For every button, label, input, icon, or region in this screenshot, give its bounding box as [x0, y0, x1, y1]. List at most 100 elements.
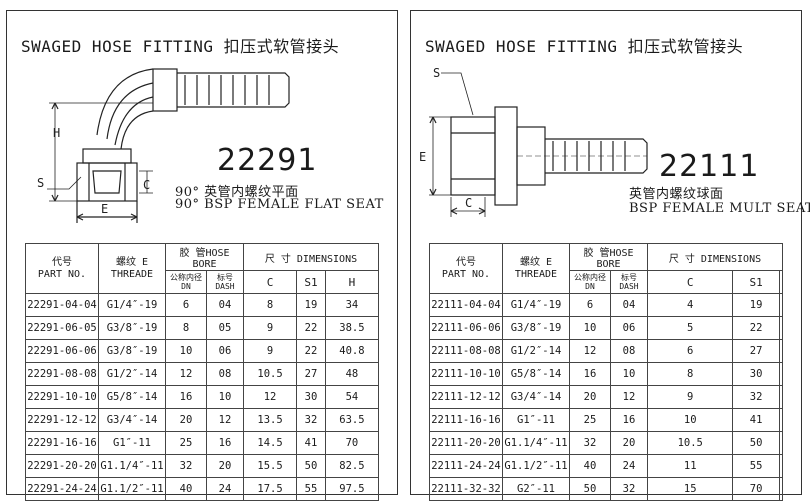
table-cell: G5/8″-14	[502, 362, 570, 386]
table-cell: G1.1/2″-11	[98, 477, 166, 501]
table-cell: G1″-11	[98, 431, 166, 455]
table-cell: 27	[732, 339, 780, 363]
elbow-fitting-drawing: H S C E	[37, 68, 290, 223]
table-cell: 16	[610, 408, 648, 432]
table-cell: G3/4″-14	[98, 408, 166, 432]
table-cell: G1/4″-19	[502, 293, 570, 317]
table-cell: 24	[610, 454, 648, 478]
table-cell: G3/8″-19	[502, 316, 570, 340]
table-cell: 50	[732, 431, 780, 455]
table-cell	[778, 316, 784, 340]
table-cell: 10	[569, 316, 611, 340]
col-c: C	[646, 270, 734, 294]
dim-label-c: C	[465, 196, 472, 210]
table-cell: 12	[610, 385, 648, 409]
table-cell: 40.8	[324, 339, 380, 363]
table-cell: 5	[646, 316, 734, 340]
description-en: BSP FEMALE MULT SEAT	[629, 201, 810, 216]
table-cell: 06	[610, 316, 648, 340]
col-dimensions: 尺 寸 DIMENSIONS	[647, 243, 783, 271]
table-cell	[778, 431, 784, 455]
col-c: C	[242, 270, 298, 294]
table-cell: G1/2″-14	[98, 362, 166, 386]
table-cell	[778, 408, 784, 432]
table-cell	[778, 454, 784, 478]
table-cell	[778, 385, 784, 409]
table-cell: 70	[732, 477, 780, 501]
col-dn: 公称内径 DN	[165, 270, 207, 294]
table-cell: 8	[646, 362, 734, 386]
table-cell: 6	[165, 293, 207, 317]
table-cell: 38.5	[324, 316, 380, 340]
table-cell: 22111-06-06	[429, 316, 503, 340]
table-cell: 22111-24-24	[429, 454, 503, 478]
table-cell: 22	[296, 316, 326, 340]
table-cell: 22111-20-20	[429, 431, 503, 455]
dim-label-h: H	[53, 126, 60, 140]
table-cell: 22111-10-10	[429, 362, 503, 386]
table-cell: 34	[324, 293, 380, 317]
table-cell: 12	[165, 362, 207, 386]
description-cn: 90° 英管内螺纹平面	[175, 185, 299, 200]
table-cell: 19	[296, 293, 326, 317]
table-cell: 22291-16-16	[25, 431, 99, 455]
table-cell: 22291-10-10	[25, 385, 99, 409]
catalog-panel-22111: SWAGED HOSE FITTING 扣压式软管接头 S E C	[410, 10, 810, 501]
table-cell: 12	[242, 385, 298, 409]
table-cell: 22	[296, 339, 326, 363]
table-cell: 32	[165, 454, 207, 478]
col-s1: S1	[296, 270, 326, 294]
catalog-panel-22291: SWAGED HOSE FITTING 扣压式软管接头	[6, 10, 398, 501]
table-cell: 15	[646, 477, 734, 501]
table-cell: 82.5	[324, 454, 380, 478]
table-cell: 22291-06-05	[25, 316, 99, 340]
table-cell: 22291-06-06	[25, 339, 99, 363]
table-cell: 22291-20-20	[25, 454, 99, 478]
table-cell: 8	[165, 316, 207, 340]
table-cell: 22291-04-04	[25, 293, 99, 317]
table-cell: 20	[610, 431, 648, 455]
table-cell: G3/4″-14	[502, 385, 570, 409]
table-cell: 97.5	[324, 477, 380, 501]
table-cell: 10	[206, 385, 244, 409]
col-hose-bore: 胶 管HOSE BORE	[569, 243, 648, 271]
description-en: 90° BSP FEMALE FLAT SEAT	[175, 197, 384, 212]
table-cell: 10	[165, 339, 207, 363]
table-cell: 10	[646, 408, 734, 432]
table-cell	[778, 339, 784, 363]
table-cell: G2″-11	[502, 477, 570, 501]
table-cell: G1.1/4″-11	[502, 431, 570, 455]
panel-title: SWAGED HOSE FITTING 扣压式软管接头	[425, 37, 744, 56]
table-cell: 17.5	[242, 477, 298, 501]
table-cell: G3/8″-19	[98, 339, 166, 363]
table-cell: 22111-32-32	[429, 477, 503, 501]
table-cell: 48	[324, 362, 380, 386]
table-cell: 32	[296, 408, 326, 432]
table-cell: 22111-04-04	[429, 293, 503, 317]
table-cell: 4	[646, 293, 734, 317]
panel-title: SWAGED HOSE FITTING 扣压式软管接头	[21, 37, 340, 56]
table-cell: 16	[569, 362, 611, 386]
straight-fitting-drawing: S E C	[419, 66, 648, 217]
table-cell	[778, 477, 784, 501]
table-cell: 22291-24-24	[25, 477, 99, 501]
table-cell: 12	[206, 408, 244, 432]
col-h: H	[324, 270, 380, 294]
table-cell: 10.5	[242, 362, 298, 386]
table-cell: 04	[206, 293, 244, 317]
table-cell: 11	[646, 454, 734, 478]
col-dash: 标号 DASH	[610, 270, 648, 294]
